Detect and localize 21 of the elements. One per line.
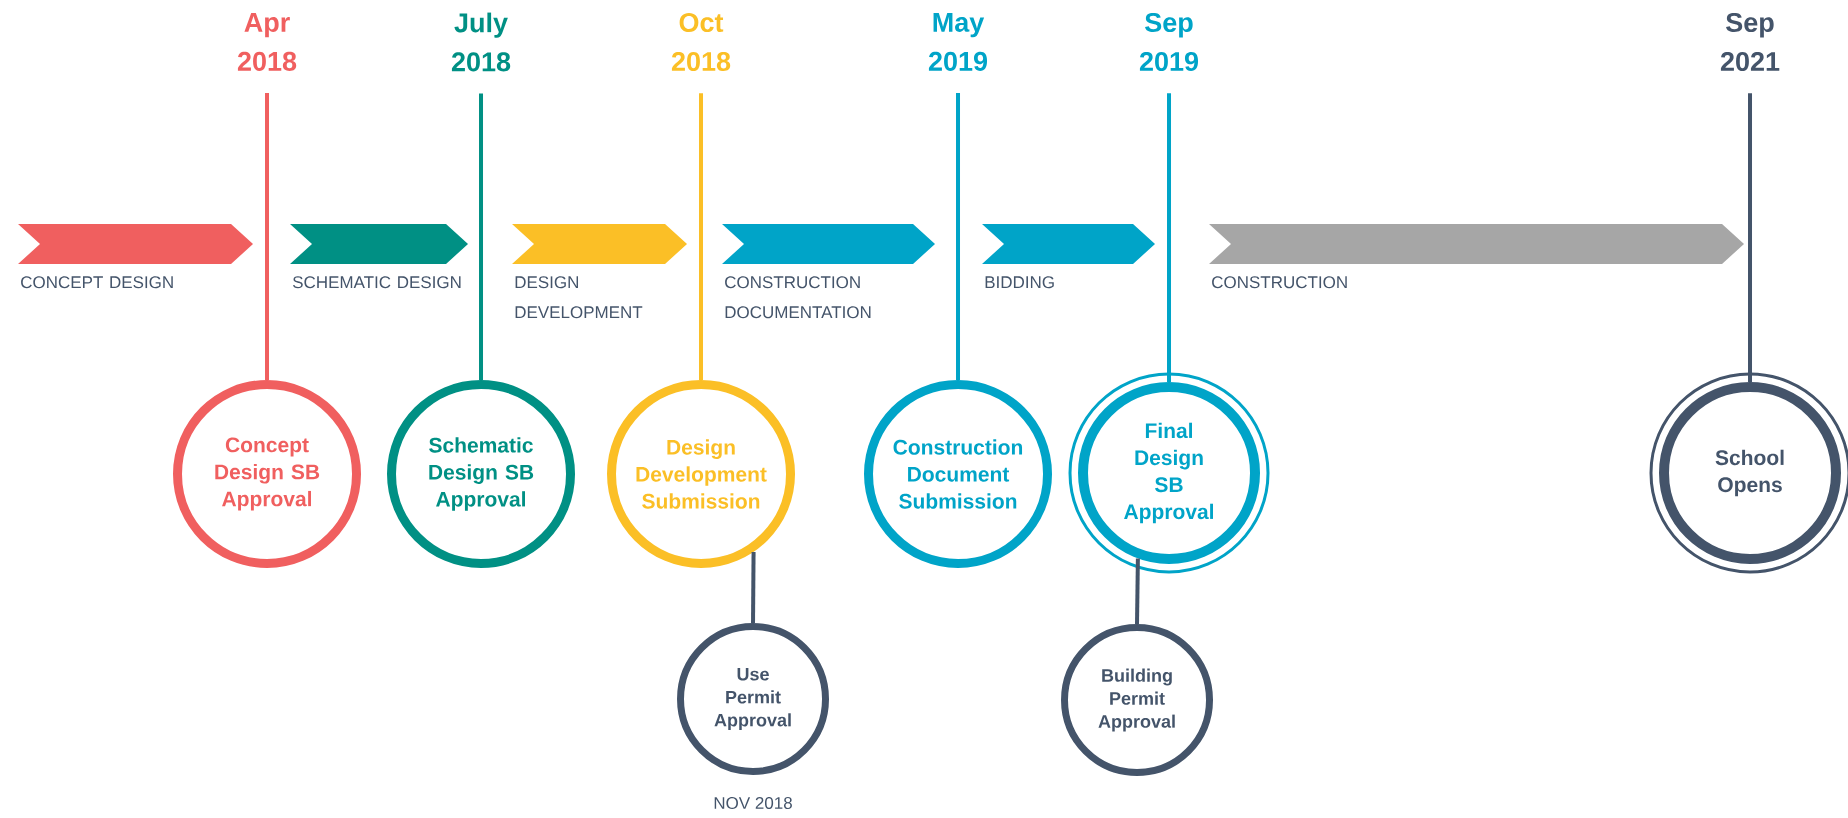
date-label: July 2018 [451, 12, 511, 72]
phase-label: DESIGN DEVELOPMENT [515, 276, 643, 319]
connector-line [1167, 93, 1171, 382]
connector-line [699, 93, 703, 380]
date-label: Oct 2018 [671, 12, 731, 72]
date-label: May 2019 [928, 13, 988, 71]
connector-line [479, 93, 483, 380]
connector-line [1748, 93, 1752, 382]
date-label: Apr 2018 [237, 13, 297, 71]
date-label: Sep 2021 [1720, 12, 1780, 72]
phase-label: CONCEPT DESIGN [21, 276, 173, 289]
date-label: Sep 2019 [1139, 12, 1199, 72]
connector-line [751, 551, 756, 623]
connector-line [1135, 558, 1140, 624]
phase-label: CONSTRUCTION [1212, 276, 1347, 289]
date-note: NOV 2018 [714, 797, 792, 809]
phase-label: SCHEMATIC DESIGN [293, 276, 461, 289]
phase-label: CONSTRUCTION DOCUMENTATION [725, 276, 871, 319]
phase-label: BIDDING [985, 276, 1054, 289]
connector-line [265, 93, 269, 380]
connector-line [956, 93, 960, 380]
